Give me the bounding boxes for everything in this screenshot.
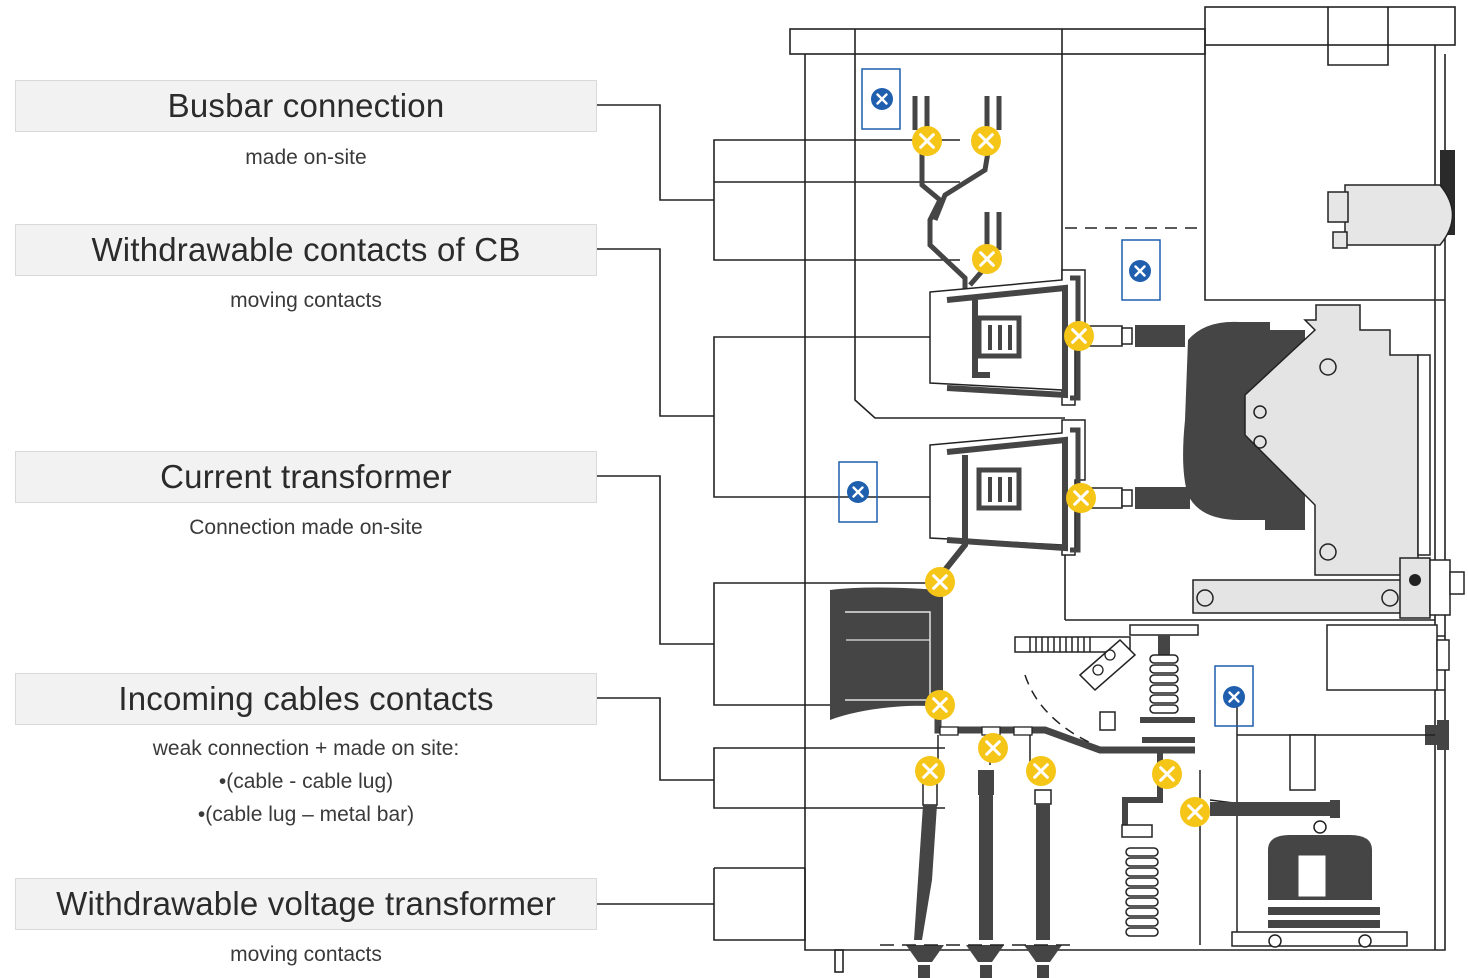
hotspot-icon: [1180, 797, 1210, 827]
sublabel-current-transformer: Connection made on-site: [189, 516, 423, 539]
sublabel-withdrawable-contacts-cb: moving contacts: [230, 289, 382, 312]
cabinet-outline: [789, 6, 1456, 973]
label-incoming-cables-contacts: Incoming cables contacts: [15, 673, 597, 725]
sensor-box-busbar: [861, 68, 901, 130]
sensor-icon: [846, 480, 870, 504]
hotspot-icon: [978, 733, 1008, 763]
circuit-breaker: [1183, 304, 1465, 619]
hotspot-icon: [925, 690, 955, 720]
hotspot-icon: [1152, 759, 1182, 789]
label-withdrawable-contacts-cb: Withdrawable contacts of CB: [15, 224, 597, 276]
hotspot-icon: [912, 126, 942, 156]
busbar-system: [912, 96, 1002, 370]
earthing-switch: [1014, 624, 1201, 945]
sublabel-withdrawable-voltage-transformer: moving contacts: [230, 943, 382, 966]
label-withdrawable-voltage-transformer: Withdrawable voltage transformer: [15, 878, 597, 930]
hotspot-icon: [1064, 321, 1094, 351]
sensor-icon: [870, 87, 894, 111]
sensor-markers: [838, 68, 1254, 727]
sensor-box-ct: [838, 461, 878, 523]
sensor-icon: [1128, 259, 1152, 283]
hotspot-icon: [971, 126, 1001, 156]
sublabel-incoming-cables-contacts: weak connection + made on site: •(cable …: [152, 737, 460, 826]
label-busbar-connection: Busbar connection: [15, 80, 597, 132]
upper-contact-insulator: [929, 269, 1086, 406]
leader-lines: [597, 104, 714, 905]
control-panel: [1327, 150, 1455, 249]
cb-contact-arms: [1089, 325, 1190, 509]
hotspot-icon: [925, 567, 955, 597]
sensor-box-cb: [1121, 239, 1161, 301]
hotspot-icon: [915, 756, 945, 786]
hotspot-icon: [972, 244, 1002, 274]
current-transformer-body: [830, 580, 943, 720]
bracket-frames: [713, 139, 1075, 941]
lower-contact-insulator: [929, 419, 1086, 572]
voltage-transformer-truck: [1209, 624, 1450, 948]
sensor-icon: [1222, 685, 1246, 709]
sensor-box-cable: [1214, 665, 1254, 727]
hotspot-icon: [1066, 483, 1096, 513]
hotspot-icon: [1026, 756, 1056, 786]
label-current-transformer: Current transformer: [15, 451, 597, 503]
incoming-cables: [880, 770, 1070, 978]
sublabel-busbar-connection: made on-site: [245, 146, 367, 169]
